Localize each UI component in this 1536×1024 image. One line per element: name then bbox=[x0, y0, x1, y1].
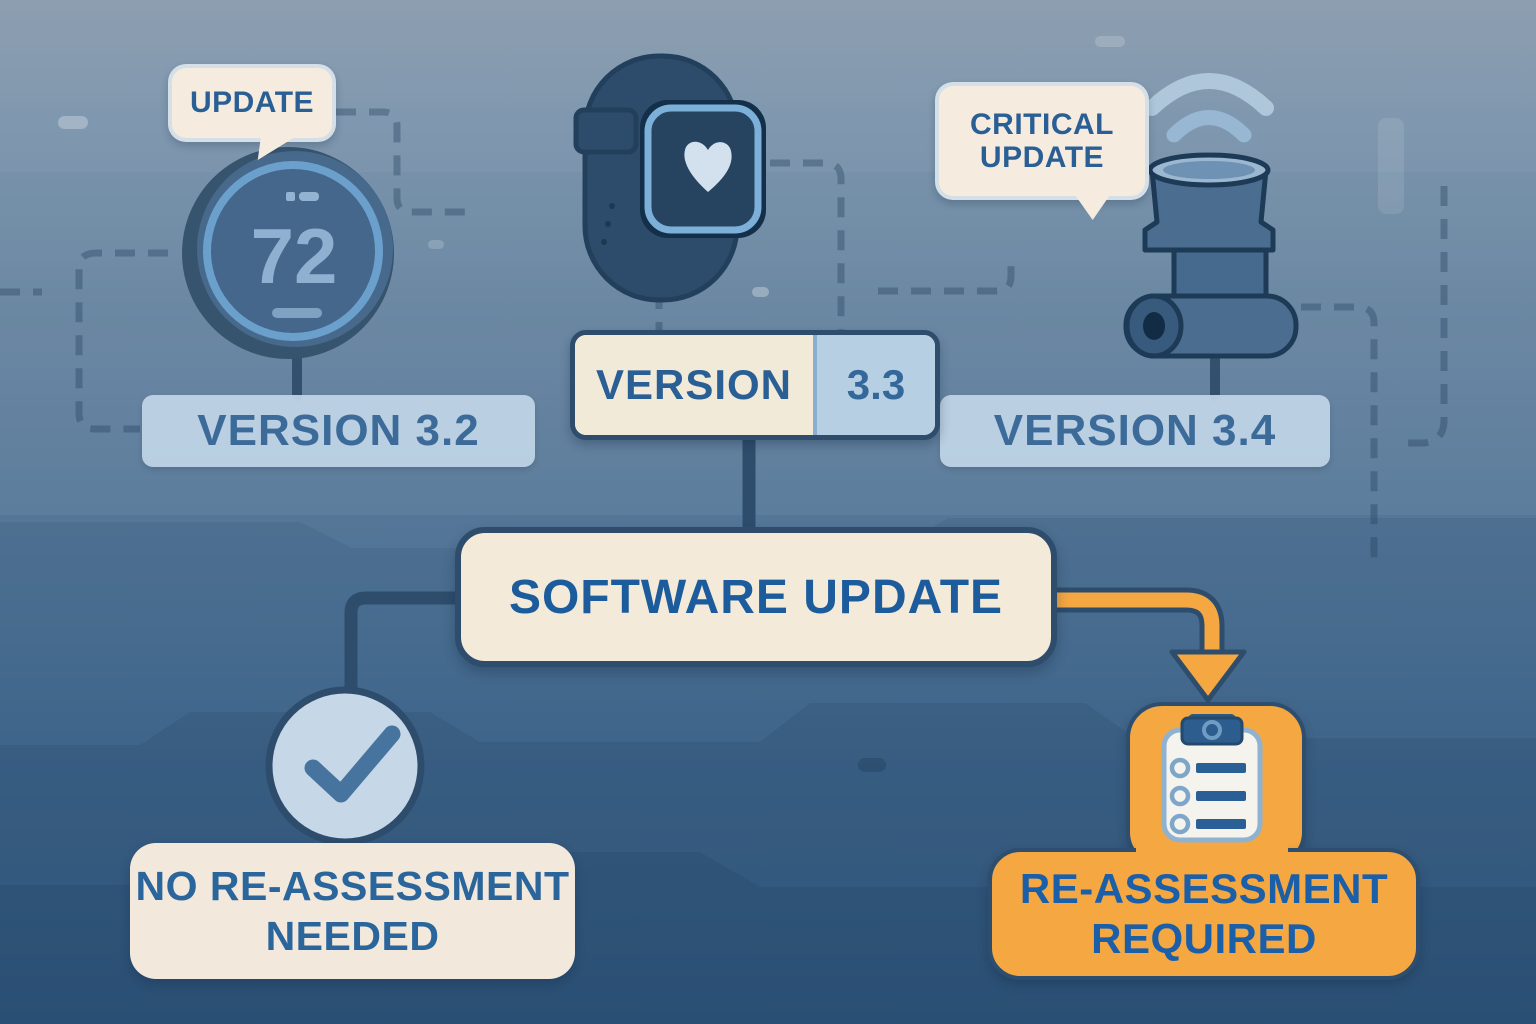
software-update-box: SOFTWARE UPDATE bbox=[455, 527, 1057, 667]
connector-lines bbox=[292, 345, 1220, 699]
version-left-text: VERSION 3.2 bbox=[197, 406, 480, 455]
version-right-text: VERSION 3.4 bbox=[993, 406, 1277, 455]
thermostat-icon: 72 bbox=[182, 147, 394, 359]
ambient-dot bbox=[752, 287, 769, 297]
outcome-no-reassessment-box: NO RE-ASSESSMENT NEEDED bbox=[130, 843, 575, 979]
critical-bubble-line1: CRITICAL bbox=[970, 108, 1114, 141]
ambient-dot bbox=[58, 116, 88, 129]
connector-update-check bbox=[344, 591, 469, 699]
update-bubble-label: UPDATE bbox=[189, 86, 315, 119]
outcome-ok-line1: NO RE-ASSESSMENT bbox=[135, 862, 570, 909]
critical-update-speech-bubble: CRITICAL UPDATE bbox=[935, 82, 1149, 200]
ambient-dot bbox=[428, 240, 444, 249]
software-update-title: SOFTWARE UPDATE bbox=[508, 570, 1004, 624]
outcome-required-line1: RE-ASSESSMENT bbox=[1019, 864, 1389, 912]
clipboard-icon bbox=[1161, 714, 1263, 843]
critical-bubble-line2: UPDATE bbox=[979, 141, 1105, 174]
update-speech-bubble: UPDATE bbox=[168, 64, 336, 142]
check-circle bbox=[265, 686, 425, 846]
version-box-center: VERSION 3.3 bbox=[570, 330, 940, 440]
checkmark-icon bbox=[304, 725, 401, 803]
critical-path-arrow bbox=[1046, 587, 1247, 703]
arrowhead-down-icon bbox=[1169, 649, 1247, 703]
version-label-left: VERSION 3.2 bbox=[142, 395, 535, 467]
smartwatch-icon bbox=[573, 53, 766, 303]
thermostat-reading: 72 bbox=[251, 212, 338, 300]
version-center-word: VERSION bbox=[575, 335, 813, 435]
ambient-dot bbox=[1095, 36, 1125, 47]
version-label-right: VERSION 3.4 bbox=[940, 395, 1330, 467]
outcome-required-line2: REQUIRED bbox=[1091, 915, 1317, 962]
version-center-number: 3.3 bbox=[813, 335, 935, 435]
outcome-ok-line2: NEEDED bbox=[265, 913, 440, 959]
ambient-dot bbox=[858, 758, 886, 772]
valve-icon bbox=[1123, 152, 1299, 359]
heart-icon bbox=[684, 141, 732, 192]
orange-union-patch bbox=[1136, 842, 1288, 860]
outcome-reassessment-required-box: RE-ASSESSMENT REQUIRED bbox=[988, 848, 1420, 980]
ambient-glow bbox=[1378, 118, 1404, 214]
